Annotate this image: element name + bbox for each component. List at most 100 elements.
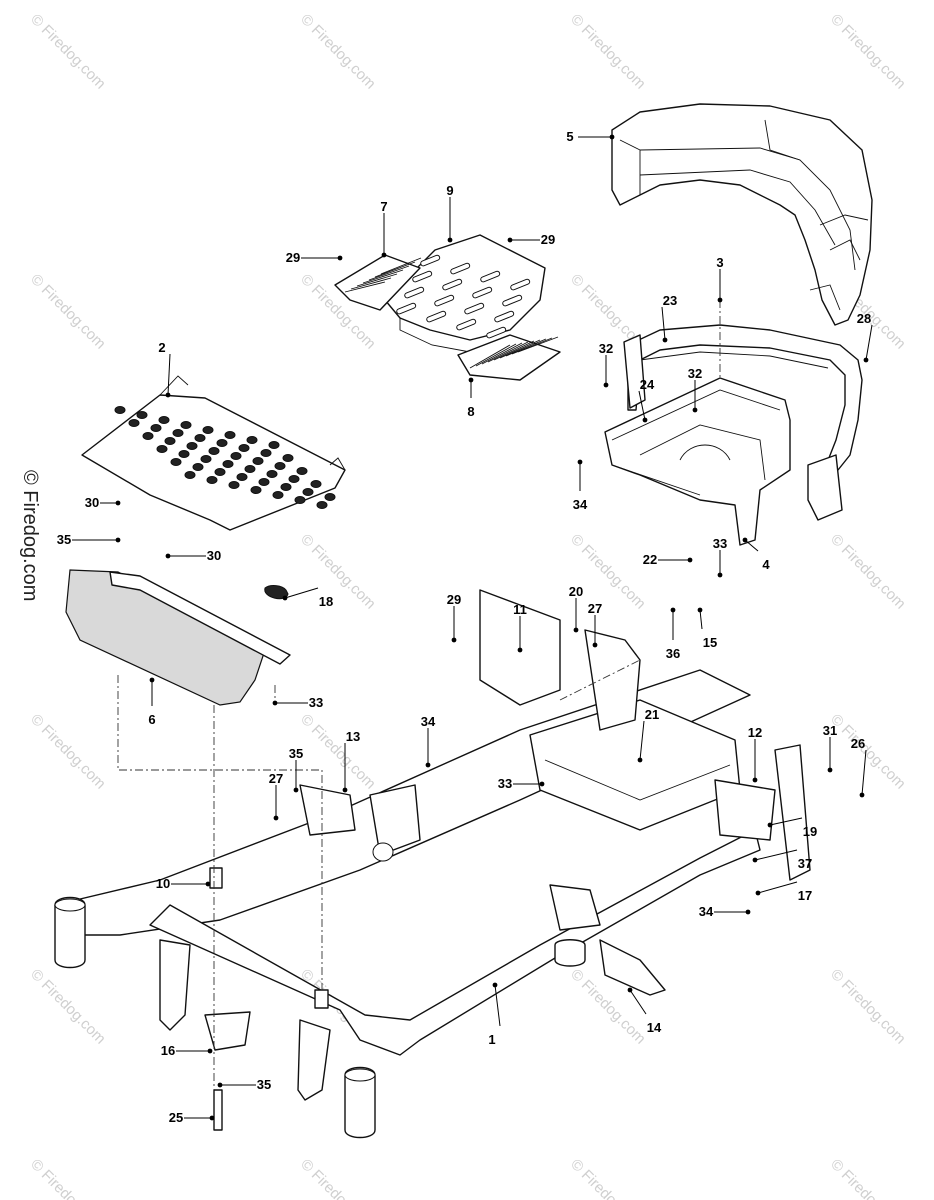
- perforation: [282, 454, 294, 462]
- watermark-text: © Firedog.com: [27, 11, 109, 93]
- callout-c34c: 34: [699, 904, 751, 919]
- leader-line: [167, 353, 171, 396]
- perforation: [206, 476, 218, 484]
- perforation: [164, 437, 176, 445]
- part-4-seat-pan: [604, 377, 791, 546]
- callout-label: 7: [380, 199, 387, 214]
- perforation: [208, 447, 220, 455]
- leader-dot: [205, 881, 211, 887]
- callout-label: 30: [85, 495, 99, 510]
- perforation: [258, 478, 270, 486]
- callout-c35c: 35: [217, 1077, 271, 1092]
- leader-dot: [767, 822, 773, 828]
- leader-dot: [627, 987, 633, 993]
- callout-label: 34: [421, 714, 436, 729]
- perforation: [238, 444, 250, 452]
- callout-c21: 21: [637, 707, 659, 763]
- callout-label: 36: [666, 646, 680, 661]
- watermark-text: © Firedog.com: [567, 531, 649, 613]
- slot-hole: [494, 310, 515, 323]
- perforation: [272, 491, 284, 499]
- perforation: [252, 457, 264, 465]
- callout-c16: 16: [161, 1043, 213, 1058]
- callout-label: 29: [286, 250, 300, 265]
- callout-c18: 18: [282, 587, 333, 609]
- callout-c5: 5: [566, 129, 615, 144]
- part-8-right-grate: [457, 334, 561, 381]
- perforation: [214, 468, 226, 476]
- callout-label: 23: [663, 293, 677, 308]
- perforation: [228, 481, 240, 489]
- slot-hole: [456, 318, 477, 331]
- leader-dot: [609, 134, 615, 140]
- watermark-text: © Firedog.com: [297, 11, 379, 93]
- leader-dot: [165, 392, 171, 398]
- slot-hole: [442, 278, 463, 291]
- perforation: [170, 458, 182, 466]
- perforation: [294, 496, 306, 504]
- callout-label: 27: [269, 771, 283, 786]
- callout-c33a: 33: [272, 695, 323, 710]
- callout-c4: 4: [742, 537, 770, 572]
- callout-label: 34: [699, 904, 714, 919]
- callout-c7: 7: [380, 199, 388, 258]
- callout-label: 33: [309, 695, 323, 710]
- perforation: [246, 436, 258, 444]
- leader-line: [494, 984, 501, 1027]
- callout-label: 32: [688, 366, 702, 381]
- leader-dot: [742, 537, 748, 543]
- leader-dot: [717, 297, 723, 303]
- callout-c29b: 29: [507, 232, 555, 247]
- callout-label: 15: [703, 635, 717, 650]
- perforation: [178, 450, 190, 458]
- grate-bar: [469, 344, 511, 369]
- leader-line: [769, 817, 803, 826]
- leader-dot: [717, 572, 723, 578]
- part-6-front-cover: [65, 569, 291, 706]
- leader-dot: [592, 642, 598, 648]
- callout-label: 10: [156, 876, 170, 891]
- leader-dot: [209, 1115, 215, 1121]
- slot-hole: [426, 310, 447, 323]
- watermark-text: © Firedog.com: [27, 271, 109, 353]
- callout-c11: 11: [513, 602, 527, 653]
- leader-dot: [293, 787, 299, 793]
- leader-line: [699, 609, 703, 630]
- callout-c30b: 30: [165, 548, 221, 563]
- perforation: [250, 486, 262, 494]
- watermark-text: © Firedog.com: [827, 711, 909, 793]
- perforation: [150, 424, 162, 432]
- leader-dot: [637, 757, 643, 763]
- assembly-center-lines: [117, 300, 721, 1090]
- grate-bar: [499, 339, 541, 359]
- grate-bar: [481, 342, 523, 365]
- leader-dot: [149, 677, 155, 683]
- slot-hole: [502, 294, 523, 307]
- perforation: [244, 465, 256, 473]
- callout-c20: 20: [569, 584, 583, 633]
- leader-line: [861, 749, 867, 796]
- callout-c33b: 33: [498, 776, 545, 791]
- leader-dot: [573, 627, 579, 633]
- callout-c29c: 29: [447, 592, 461, 643]
- perforation: [128, 419, 140, 427]
- callout-c9: 9: [446, 183, 454, 243]
- callout-c2: 2: [158, 340, 171, 398]
- callout-c25: 25: [169, 1110, 215, 1125]
- perforation: [266, 470, 278, 478]
- leader-dot: [165, 553, 171, 559]
- callout-c24: 24: [638, 377, 655, 423]
- leader-line: [744, 539, 759, 552]
- callout-label: 25: [169, 1110, 183, 1125]
- slot-hole: [472, 286, 493, 299]
- callout-c3: 3: [716, 255, 724, 303]
- perforation: [288, 475, 300, 483]
- callout-label: 6: [148, 712, 155, 727]
- callout-label: 22: [643, 552, 657, 567]
- leader-dot: [282, 595, 288, 601]
- callout-c27a: 27: [269, 771, 283, 821]
- callout-label: 17: [798, 888, 812, 903]
- watermark-text: © Firedog.com: [567, 1156, 649, 1200]
- leader-dot: [827, 767, 833, 773]
- grate-bar: [505, 338, 547, 357]
